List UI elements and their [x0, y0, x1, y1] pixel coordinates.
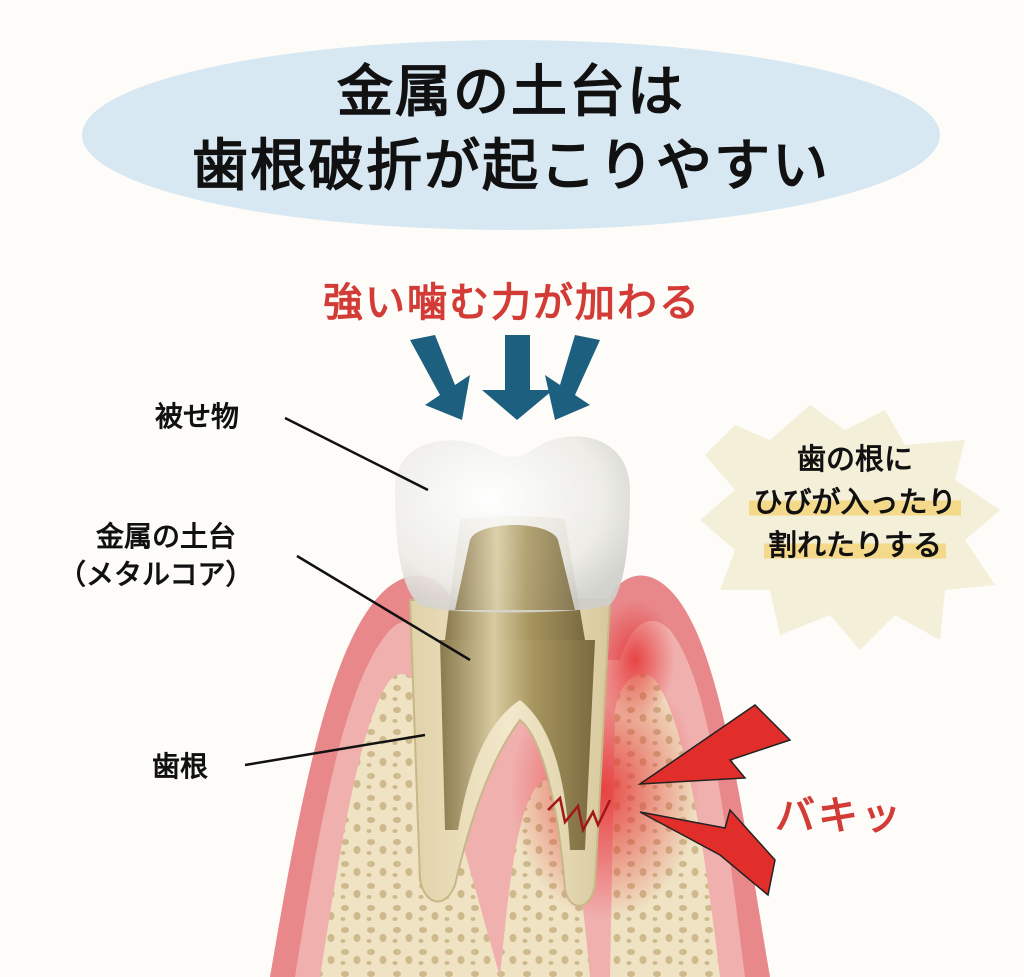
label-metal-core: 金属の土台 （メタルコア）	[58, 518, 253, 594]
callout-line-1: 歯の根に	[796, 442, 913, 476]
label-metal-core-line1: 金属の土台	[96, 520, 237, 553]
label-crown: 被せ物	[155, 400, 240, 433]
lightning-bolt-icon	[637, 704, 792, 897]
page-title: 金属の土台は 歯根破折が起こりやすい	[82, 56, 940, 204]
callout-burst	[700, 405, 1000, 650]
title-bubble	[82, 40, 940, 230]
callout-line-3: 割れたりする	[763, 528, 946, 562]
callout-text: 歯の根に ひびが入ったり 割れたりする	[690, 438, 1020, 567]
callout-line-2: ひびが入ったり	[749, 485, 961, 519]
force-label: 強い噛む力が加わる	[323, 280, 701, 326]
label-root: 歯根	[152, 750, 209, 783]
leader-lines	[244, 416, 471, 767]
down-arrows-icon	[410, 335, 600, 420]
sound-effect-text: バキッ	[775, 793, 904, 839]
title-line-1: 金属の土台は	[337, 60, 685, 125]
title-line-2: 歯根破折が起こりやすい	[192, 134, 830, 199]
label-metal-core-line2: （メタルコア）	[58, 558, 254, 591]
crack-line	[547, 795, 612, 834]
crown	[395, 436, 630, 613]
callout: 歯の根に ひびが入ったり 割れたりする	[690, 400, 1020, 650]
